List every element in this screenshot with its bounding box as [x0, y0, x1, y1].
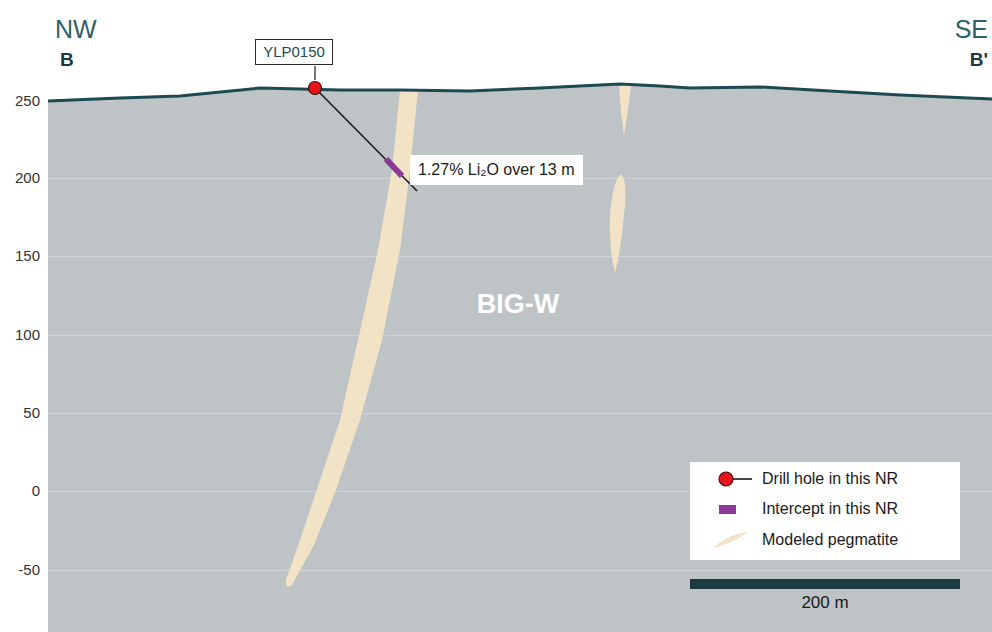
drill-hole-label: YLP0150	[255, 39, 333, 64]
elevation-tick: 100	[15, 327, 40, 344]
bedrock-ground	[48, 84, 992, 632]
section-end-label: B	[60, 50, 74, 71]
collar-leader	[314, 66, 315, 80]
intercept-swatch	[719, 505, 736, 514]
direction-label: SE	[955, 16, 988, 44]
pegmatite-dyke	[286, 90, 418, 587]
legend-entry: Drill hole in this NR	[708, 468, 953, 490]
scale-bar	[690, 579, 960, 589]
topography-line	[48, 84, 992, 101]
intercept-segment	[386, 159, 402, 176]
legend-box	[690, 462, 960, 560]
elevation-tick: 50	[23, 405, 40, 422]
drill-trace	[315, 88, 417, 191]
legend-text: Drill hole in this NR	[762, 470, 898, 488]
direction-label: NW	[55, 16, 97, 44]
deposit-name: BIG-W	[477, 290, 559, 320]
section-end-label: B'	[970, 50, 988, 71]
grid-lines	[48, 179, 992, 571]
elevation-tick: 250	[15, 93, 40, 110]
scale-label: 200 m	[801, 594, 848, 613]
elevation-tick: 200	[15, 170, 40, 187]
drill-collar	[309, 82, 322, 95]
node-text: 1.27% Li₂O over 13 m	[418, 161, 575, 179]
pegmatite-swatch	[708, 529, 754, 551]
legend-entry: Intercept in this NR	[708, 498, 953, 520]
pegmatite-lens	[610, 174, 626, 273]
elevation-tick: -50	[18, 562, 40, 579]
elevation-tick: 0	[32, 483, 40, 500]
drill-hole-swatch	[708, 468, 754, 490]
legend-text: Modeled pegmatite	[762, 531, 898, 549]
assay-callout: 1.27% Li₂O over 13 m	[410, 155, 583, 185]
node-text: YLP0150	[263, 43, 325, 60]
legend-text: Intercept in this NR	[762, 500, 898, 518]
elevation-tick: 150	[15, 248, 40, 265]
pegmatite-dyke	[619, 85, 631, 136]
legend-entry: Modeled pegmatite	[708, 529, 953, 551]
